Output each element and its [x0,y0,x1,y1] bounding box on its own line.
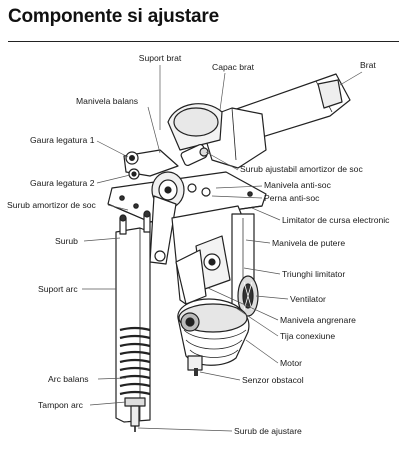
adjusting-screw [130,405,140,427]
label-gaura-legatura-1: Gaura legatura 1 [30,135,95,145]
label-surub-amortizor: Surub amortizor de soc [7,200,97,210]
spring-support [115,210,151,423]
label-capac-brat: Capac brat [212,62,255,72]
label-manivela-balans: Manivela balans [76,96,138,106]
label-manivela-putere: Manivela de putere [272,238,345,248]
power-crank [149,171,211,265]
leader-lines [82,65,363,432]
spring-buffer [124,397,146,407]
balance-crank [123,149,179,180]
label-arc-balans: Arc balans [48,374,89,384]
label-surub: Surub [55,236,78,246]
label-gaura-legatura-2: Gaura legatura 2 [30,178,95,188]
label-motor: Motor [280,358,302,368]
label-manivela-antisoc: Manivela anti-soc [264,180,332,190]
label-surub-ajustare: Surub de ajustare [234,426,302,436]
label-brat: Brat [360,60,376,70]
label-surub-ajustabil: Surub ajustabil amortizor de soc [240,164,363,174]
gearbox-housing [171,205,255,319]
label-ventilator: Ventilator [290,294,326,304]
label-suport-brat: Suport brat [139,53,182,63]
balance-spring [119,326,151,396]
motor [177,298,250,376]
mechanism-illustration [107,73,351,432]
label-senzor-obstacol: Senzor obstacol [242,375,304,385]
label-triunghi-limitator: Triunghi limitator [282,269,345,279]
label-perna-antisoc: Perna anti-soc [264,193,320,203]
label-limitator-electronic: Limitator de cursa electronic [282,215,390,225]
label-tampon-arc: Tampon arc [38,400,84,410]
arm-cover [167,103,267,169]
label-suport-arc: Suport arc [38,284,78,294]
shock-absorber [180,143,209,167]
page-title: Componente si ajustare [8,6,219,27]
title-underline [8,41,399,43]
label-tija-conexiune: Tija conexiune [280,331,335,341]
label-manivela-angrenare: Manivela angrenare [280,315,356,325]
